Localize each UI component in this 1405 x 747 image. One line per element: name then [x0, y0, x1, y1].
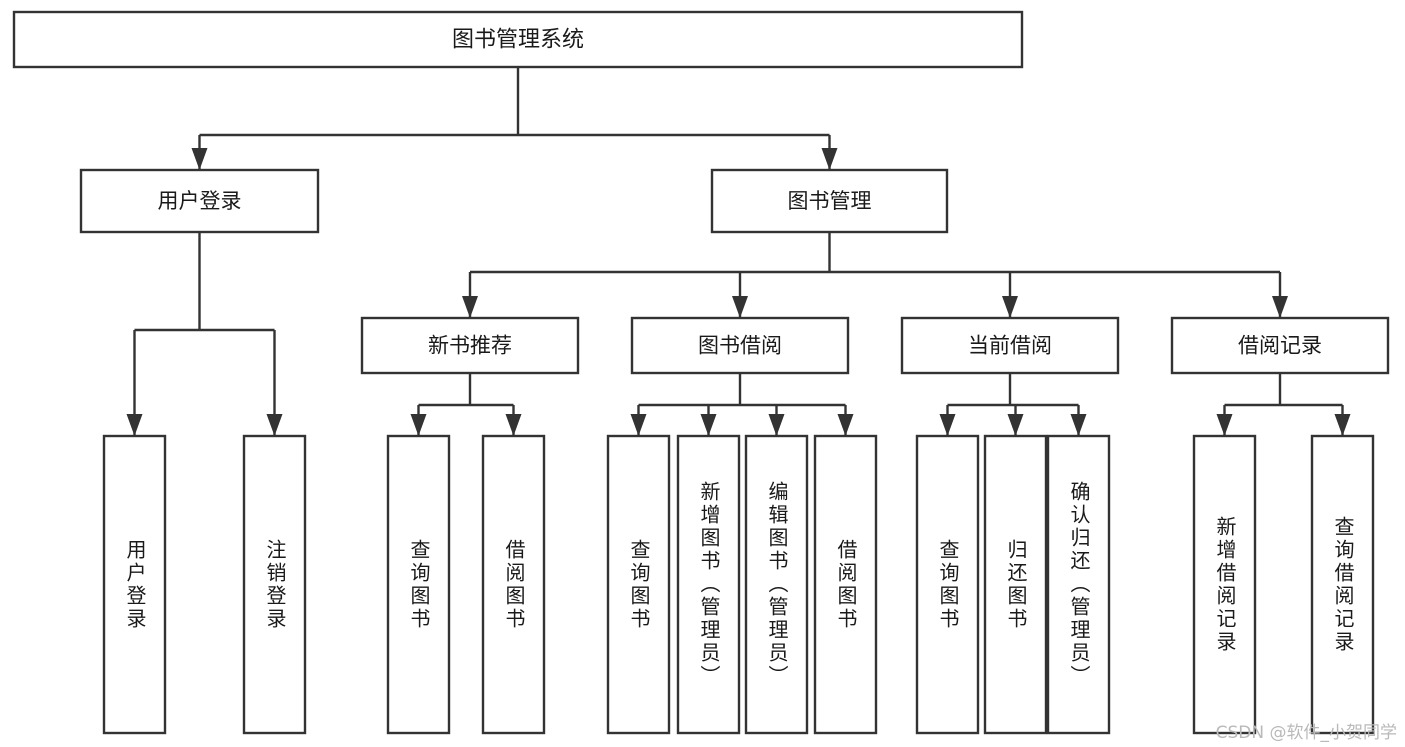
node-box-leaf-query-book-new[interactable]: [386, 434, 451, 735]
arrow-head-icon: [1272, 296, 1288, 318]
node-label-book-manage: 图书管理: [788, 189, 872, 213]
node-box-leaf-query-record[interactable]: [1310, 434, 1375, 735]
arrow-head-icon: [939, 414, 956, 436]
connectors-layer: [126, 67, 1351, 436]
node-box-leaf-borrow-book-new[interactable]: [481, 434, 546, 735]
watermark-text: CSDN @软件_小贺同学: [1215, 723, 1397, 743]
node-box-leaf-return-book[interactable]: [983, 434, 1048, 735]
node-box-leaf-borrow-book[interactable]: [813, 434, 878, 735]
node-box-book-borrow[interactable]: [630, 316, 850, 375]
node-box-borrow-record[interactable]: [1170, 316, 1390, 375]
arrow-head-icon: [266, 414, 283, 436]
arrow-head-icon: [768, 414, 785, 436]
node-label-new-book-recommend: 新书推荐: [428, 334, 512, 358]
node-box-leaf-add-record[interactable]: [1192, 434, 1257, 735]
arrow-head-icon: [1216, 414, 1233, 436]
node-box-user-login[interactable]: [79, 168, 320, 234]
node-box-root[interactable]: [12, 10, 1024, 69]
node-box-leaf-logout[interactable]: [242, 434, 307, 735]
arrow-head-icon: [837, 414, 854, 436]
node-box-current-borrow[interactable]: [900, 316, 1120, 375]
arrow-head-icon: [410, 414, 427, 436]
node-box-new-book-recommend[interactable]: [360, 316, 580, 375]
arrow-head-icon: [732, 296, 748, 318]
boxes-layer: [12, 10, 1390, 735]
node-box-leaf-add-book[interactable]: [676, 434, 741, 735]
arrow-head-icon: [505, 414, 522, 436]
node-box-book-manage[interactable]: [710, 168, 949, 234]
arrow-head-icon: [462, 296, 478, 318]
node-box-leaf-query-book-current[interactable]: [915, 434, 980, 735]
node-label-book-borrow: 图书借阅: [698, 334, 782, 358]
arrow-head-icon: [126, 414, 143, 436]
arrow-head-icon: [630, 414, 647, 436]
node-label-root: 图书管理系统: [452, 28, 584, 53]
node-box-leaf-edit-book[interactable]: [744, 434, 809, 735]
arrow-head-icon: [1007, 414, 1024, 436]
arrow-head-icon: [821, 148, 838, 170]
arrow-head-icon: [191, 148, 208, 170]
arrow-head-icon: [700, 414, 717, 436]
node-label-user-login: 用户登录: [158, 189, 242, 213]
node-label-borrow-record: 借阅记录: [1238, 334, 1322, 358]
node-box-leaf-user-login[interactable]: [102, 434, 167, 735]
arrow-head-icon: [1002, 296, 1018, 318]
node-label-current-borrow: 当前借阅: [968, 334, 1052, 358]
node-box-leaf-query-book-borrow[interactable]: [606, 434, 671, 735]
node-box-leaf-confirm-return[interactable]: [1046, 434, 1111, 735]
arrow-head-icon: [1334, 414, 1351, 436]
arrow-head-icon: [1070, 414, 1087, 436]
